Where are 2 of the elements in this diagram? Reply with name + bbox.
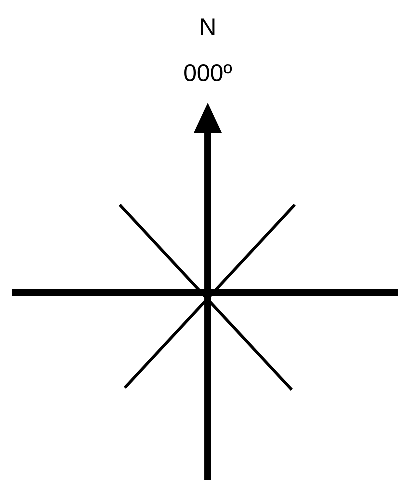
compass-label: 000º: [184, 64, 232, 82]
compass-label: N: [201, 18, 215, 36]
